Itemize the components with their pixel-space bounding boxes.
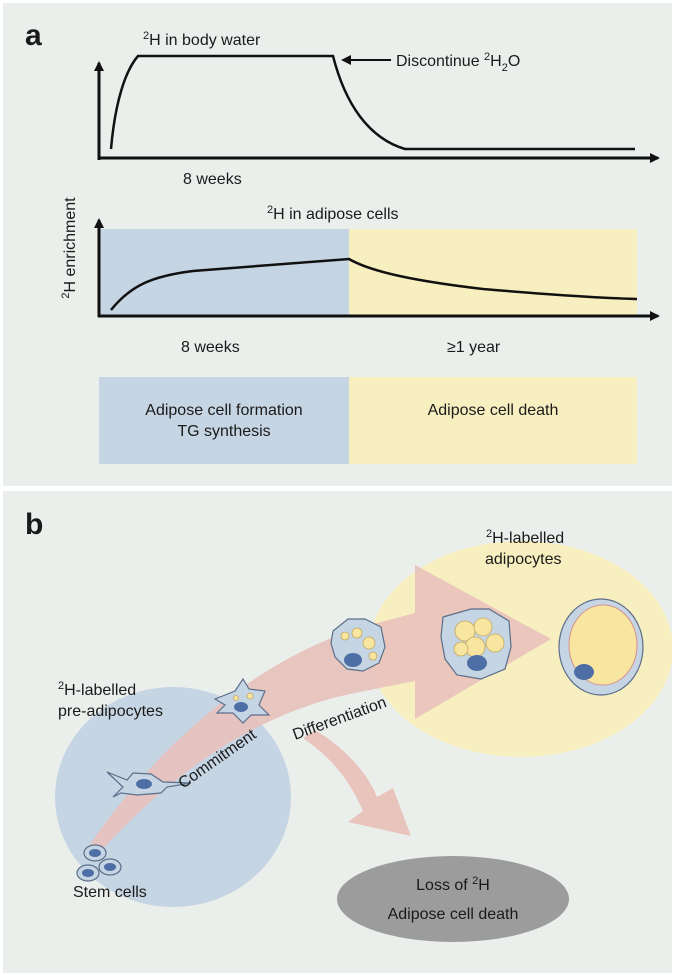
- formation-phase-region: [99, 229, 349, 315]
- death-phase-region: [349, 229, 637, 315]
- loss-label-line1: Loss of 2H: [416, 875, 490, 894]
- loss-ellipse: [337, 856, 569, 942]
- death-box: Adipose cell death: [349, 377, 637, 464]
- bottom-chart-x-label-left: 8 weeks: [181, 339, 240, 356]
- mature-adipocyte-icon: [558, 598, 644, 696]
- bottom-chart-x-label-right: ≥1 year: [447, 339, 501, 356]
- adipocytes-label-line1: 2H-labelled: [486, 528, 564, 547]
- pre-adipocytes-label-line2: pre-adipocytes: [58, 703, 163, 720]
- differentiating-cell-icon: [330, 618, 386, 672]
- formation-box-line1: Adipose cell formation: [145, 401, 303, 419]
- pre-adipocytes-label-line1: 2H-labelled: [58, 680, 136, 699]
- bottom-chart-title: 2H in adipose cells: [267, 204, 399, 223]
- top-chart-x-label: 8 weeks: [183, 171, 242, 188]
- stem-cells-icon: [76, 844, 122, 882]
- body-water-curve: [109, 54, 635, 151]
- adipocytes-label-line2: adipocytes: [485, 551, 562, 568]
- pre-adipocyte-zone: [55, 687, 291, 907]
- bottom-chart: 2H in adipose cells 8 weeks ≥1 year: [94, 204, 660, 356]
- top-chart-title: 2H in body water: [143, 30, 261, 49]
- pre-adipocyte-cell-icon: [213, 677, 271, 724]
- panel-a-letter: a: [25, 19, 42, 52]
- loss-label-line2: Adipose cell death: [388, 906, 519, 923]
- panel-a: a 2H enrichment 2H in body water Discont…: [3, 3, 672, 486]
- formation-box-line2: TG synthesis: [177, 422, 271, 440]
- committed-cell-icon: [106, 771, 192, 798]
- stem-cells-label: Stem cells: [73, 884, 147, 901]
- top-chart: 2H in body water Discontinue 2H2O 8 week…: [94, 30, 660, 188]
- panel-a-graphic: 2H enrichment 2H in body water Discontin…: [60, 30, 660, 356]
- panel-b: b: [3, 491, 672, 973]
- differentiation-arrow: [89, 565, 551, 853]
- death-box-line1: Adipose cell death: [427, 402, 559, 419]
- panel-b-letter: b: [25, 508, 44, 541]
- y-axis-label: 2H enrichment: [60, 197, 79, 299]
- loss-arrow: [303, 730, 411, 836]
- discontinue-label: Discontinue 2H2O: [396, 51, 520, 74]
- maturing-adipocyte-icon: [440, 608, 512, 680]
- adipose-curve: [110, 257, 638, 311]
- panel-b-graphic: 2H-labelled adipocytes 2H-labelled pre-a…: [55, 528, 672, 942]
- formation-box: Adipose cell formation TG synthesis: [99, 377, 349, 464]
